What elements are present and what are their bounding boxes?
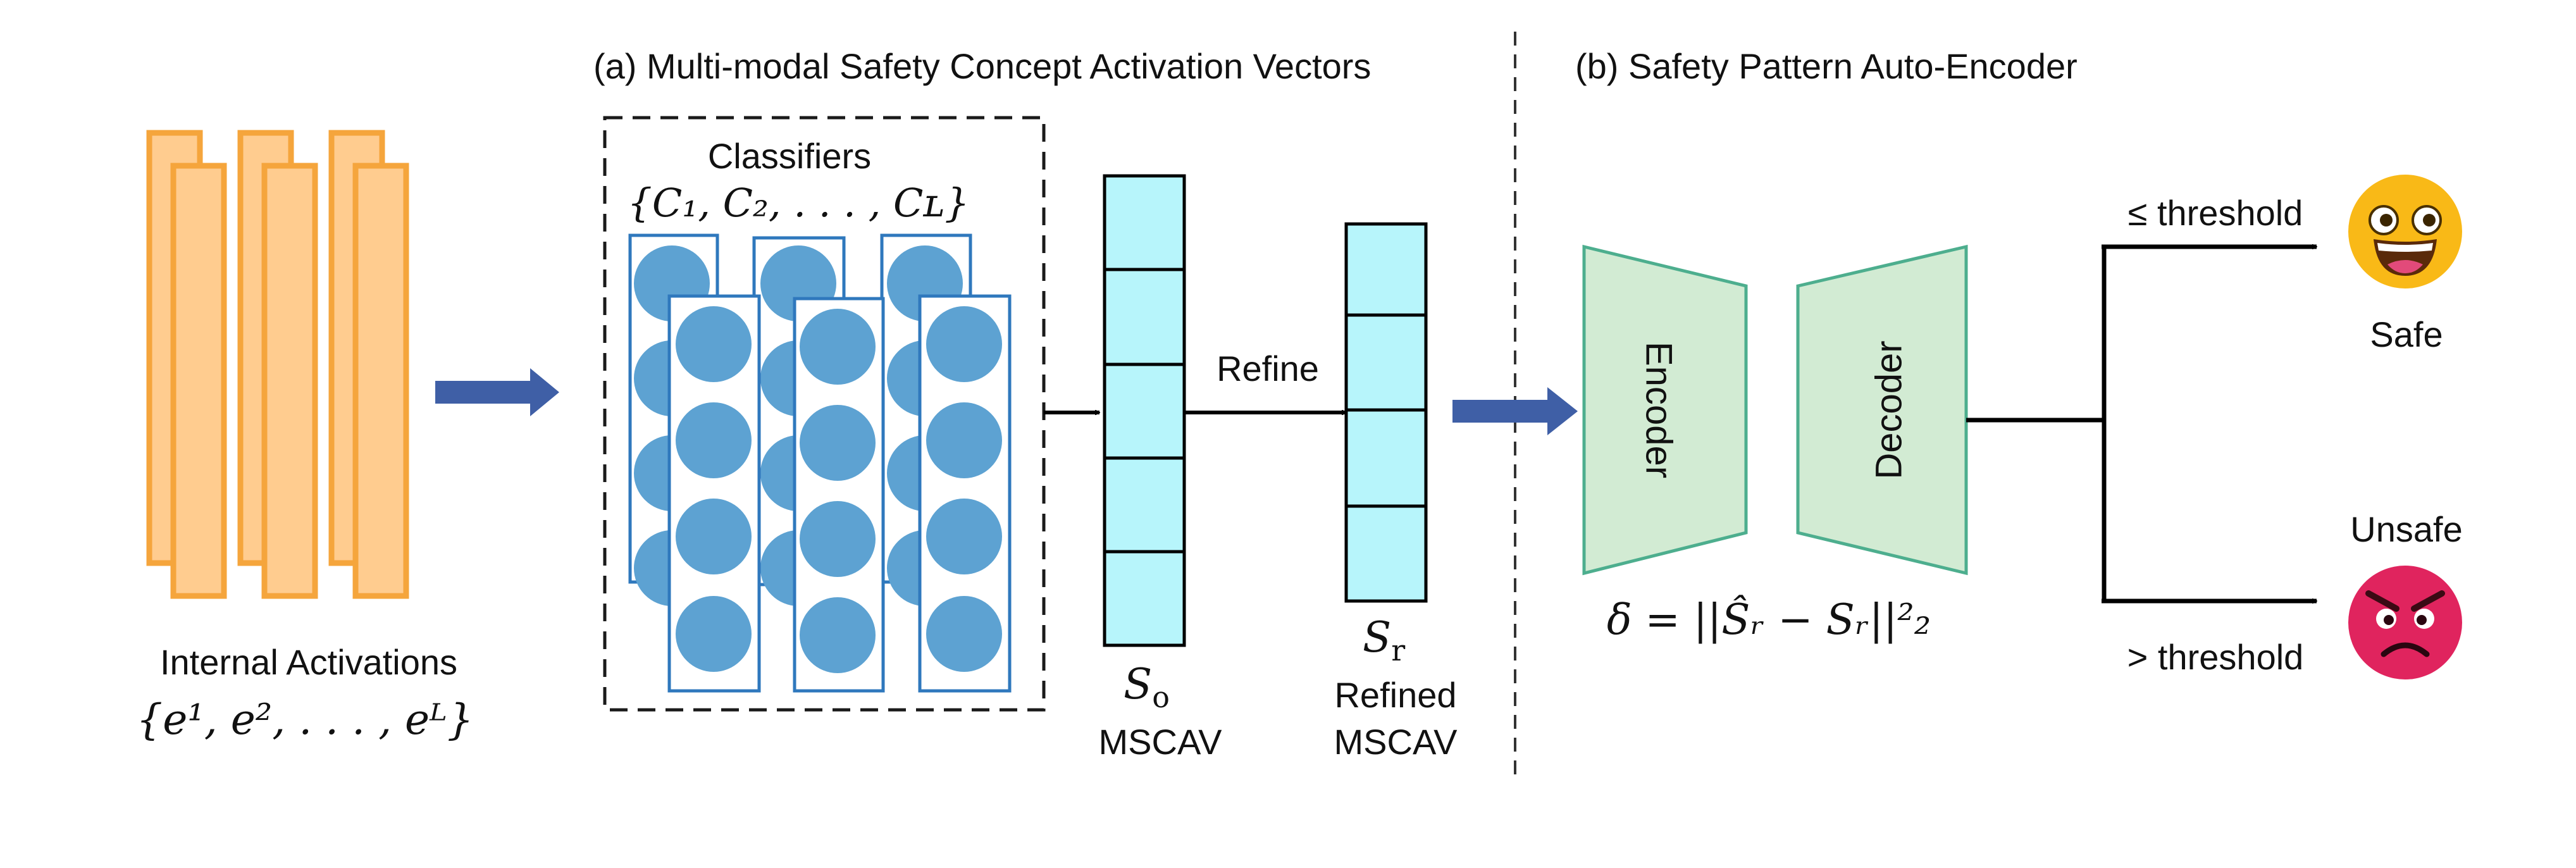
safe-condition: ≤ threshold xyxy=(2128,193,2303,233)
loss-formula: δ = ||Ŝᵣ − Sᵣ||²₂ xyxy=(1607,595,1931,644)
so-label: MSCAV xyxy=(1099,722,1223,762)
classifiers-set: {C₁, C₂, . . . , Cʟ} xyxy=(627,180,969,226)
flow-arrow-to-encoder xyxy=(1452,387,1578,435)
activation-bar-pair xyxy=(146,130,227,599)
activation-bar-pair xyxy=(328,130,409,599)
section-b-title: (b) Safety Pattern Auto-Encoder xyxy=(1575,46,2078,86)
safe-label: Safe xyxy=(2370,314,2443,354)
sr-symbol: Sr xyxy=(1363,613,1405,667)
unsafe-condition: > threshold xyxy=(2127,637,2304,677)
refine-label: Refine xyxy=(1217,349,1319,388)
so-symbol-subscript: o xyxy=(1152,680,1170,714)
sr-symbol-main: S xyxy=(1363,613,1391,662)
so-symbol-main: S xyxy=(1124,660,1152,709)
activation-bar xyxy=(352,163,409,599)
section-a-title: (a) Multi-modal Safety Concept Activatio… xyxy=(593,46,1371,86)
encoder-label: Encoder xyxy=(1638,342,1680,478)
decision-lines xyxy=(1966,247,2107,601)
decoder-block xyxy=(1796,244,1968,576)
activation-bar-pair xyxy=(237,130,318,599)
so-vector xyxy=(1103,174,1186,647)
decoder-label: Decoder xyxy=(1868,340,1909,479)
encoder-block xyxy=(1582,244,1748,576)
angry-face-icon xyxy=(2348,566,2462,679)
sr-symbol-subscript: r xyxy=(1391,633,1405,667)
activations-set: {e¹, e², . . . , eᴸ} xyxy=(136,695,473,744)
classifier-column xyxy=(918,294,1012,693)
classifier-column xyxy=(793,297,885,693)
activation-bar xyxy=(170,163,227,599)
flow-arrow-to-classifiers xyxy=(435,368,559,416)
happy-face-icon xyxy=(2348,175,2462,288)
unsafe-label: Unsafe xyxy=(2350,509,2462,549)
internal-activations xyxy=(146,130,409,599)
sr-label-line1: Refined xyxy=(1334,675,1456,715)
sr-label-line2: MSCAV xyxy=(1334,722,1458,762)
activations-label: Internal Activations xyxy=(160,642,457,682)
classifier-column xyxy=(667,294,761,693)
activation-bar xyxy=(261,163,318,599)
so-symbol: So xyxy=(1124,660,1170,714)
classifier-stack xyxy=(628,233,1012,693)
classifiers-label: Classifiers xyxy=(708,136,871,176)
sr-vector xyxy=(1344,222,1428,603)
